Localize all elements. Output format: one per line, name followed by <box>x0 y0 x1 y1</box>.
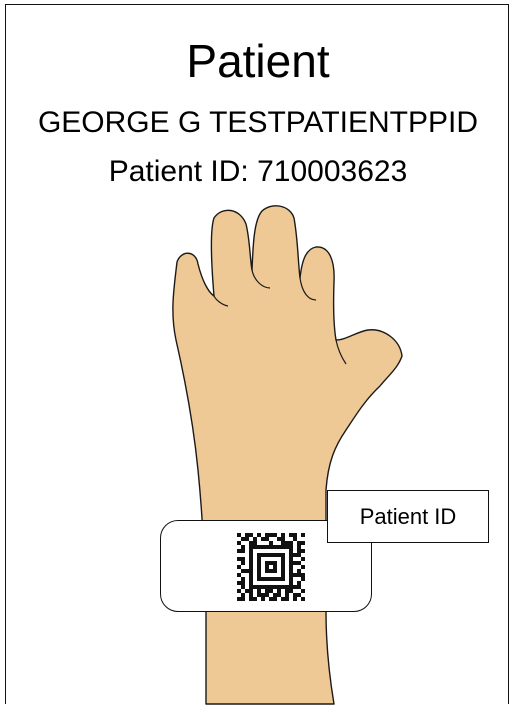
hand-shape <box>173 206 402 704</box>
patient-id-callout: Patient ID <box>327 490 489 543</box>
2d-barcode-icon <box>237 533 305 601</box>
